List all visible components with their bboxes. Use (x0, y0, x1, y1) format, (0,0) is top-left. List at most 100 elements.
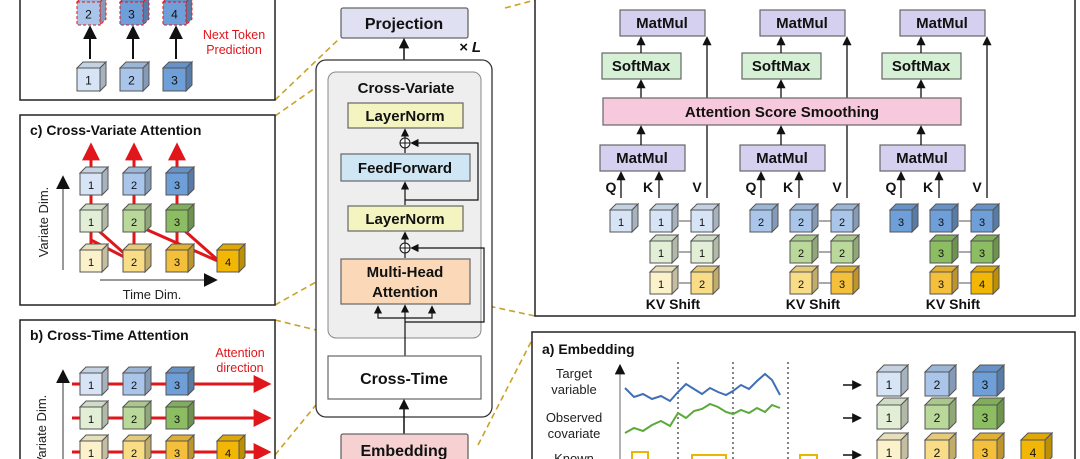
token-cube: 1 (689, 202, 721, 234)
target-label-line1: Target (556, 366, 593, 381)
token-label: 1 (88, 180, 94, 192)
token-label: 2 (131, 448, 137, 459)
v-label: V (832, 179, 842, 195)
q-label: Q (606, 179, 617, 195)
cross-time-title: b) Cross-Time Attention (30, 327, 189, 343)
token-label: 1 (85, 74, 92, 88)
token-cube: 1 (648, 233, 680, 265)
matmul-top-box (899, 9, 986, 37)
token-cube: 2 (121, 399, 153, 431)
token-cube: 2 (788, 202, 820, 234)
matmul-bottom-box (599, 144, 686, 172)
multi-head-attention-box (340, 258, 471, 305)
matmul-bottom-label: MatMul (616, 150, 668, 167)
token-cube: 2 (788, 264, 820, 296)
embedding-box (340, 433, 469, 459)
token-cube: 3 (118, 0, 150, 27)
observed-label-line2: covariate (548, 426, 601, 441)
token-label: 2 (131, 180, 137, 192)
v-label: V (692, 179, 702, 195)
token-label: 1 (658, 279, 664, 291)
time-dim-label: Time Dim. (123, 287, 182, 302)
target-series-line (624, 372, 781, 403)
token-cube: 3 (928, 233, 960, 265)
token-cube: 1 (78, 202, 110, 234)
attention-direction-line1: Attention (215, 346, 264, 360)
feedforward-label: FeedForward (358, 160, 452, 177)
token-label: 1 (618, 217, 624, 229)
token-label: 3 (174, 217, 180, 229)
token-cube: 2 (748, 202, 780, 234)
token-label: 2 (798, 217, 804, 229)
kv-shift-label: KV Shift (926, 296, 981, 312)
embedding-detail-panel: a) Embedding Target variable Observed co… (531, 331, 1076, 459)
token-cube: 3 (164, 202, 196, 234)
mha-input-arrows (373, 243, 485, 356)
token-cube: 2 (829, 233, 861, 265)
token-label: 3 (174, 257, 180, 269)
token-cube: 1 (648, 202, 680, 234)
token-label: 3 (938, 248, 944, 260)
segment-dividers (677, 362, 789, 459)
token-label: 4 (171, 8, 178, 22)
token-cube: 4 (1019, 431, 1054, 459)
token-cube: 2 (923, 396, 958, 431)
target-label-line2: variable (551, 382, 597, 397)
token-label: 1 (88, 257, 94, 269)
attention-score-smoothing-label: Attention Score Smoothing (685, 104, 879, 121)
projection-label: Projection (365, 16, 443, 33)
k-label: K (783, 179, 793, 195)
matmul-bottom-label: MatMul (896, 150, 948, 167)
token-cube: 3 (928, 202, 960, 234)
k-label: K (923, 179, 933, 195)
token-label: 4 (225, 257, 231, 269)
layernorm-top-box (347, 102, 464, 129)
token-label: 2 (934, 378, 941, 392)
token-cube: 1 (648, 264, 680, 296)
token-label: 2 (131, 257, 137, 269)
token-cube: 1 (875, 396, 910, 431)
token-cube: 3 (969, 233, 1001, 265)
token-cube: 2 (829, 202, 861, 234)
kv-shift-label: KV Shift (786, 296, 841, 312)
token-label: 2 (934, 446, 941, 459)
token-label: 2 (798, 248, 804, 260)
token-label: 1 (88, 448, 94, 459)
token-cube: 2 (689, 264, 721, 296)
feedforward-box (340, 153, 471, 182)
token-label: 2 (128, 74, 135, 88)
cross-variate-block-title: Cross-Variate (358, 80, 455, 97)
token-cube: 2 (121, 433, 153, 459)
token-cube: 1 (75, 60, 108, 93)
token-label: 1 (699, 217, 705, 229)
token-label: 3 (174, 180, 180, 192)
token-cube: 4 (215, 433, 247, 459)
softmax-label: SoftMax (892, 58, 951, 75)
token-cube: 4 (161, 0, 193, 27)
token-cube: 2 (121, 242, 153, 274)
token-label: 1 (88, 414, 94, 426)
known-series-line (631, 451, 818, 459)
token-cube: 1 (608, 202, 640, 234)
token-cube: 4 (969, 264, 1001, 296)
mha-label-line1: Multi-Head (367, 264, 444, 281)
token-cube: 2 (75, 0, 107, 27)
cross-time-panel: b) Cross-Time Attention Attention direct… (19, 319, 276, 459)
token-cube: 1 (78, 433, 110, 459)
token-label: 3 (839, 279, 845, 291)
token-cube: 3 (164, 242, 196, 274)
token-cube: 3 (971, 431, 1006, 459)
token-cube: 1 (78, 399, 110, 431)
softmax-box (741, 52, 822, 80)
q-label: Q (746, 179, 757, 195)
matmul-top-box (619, 9, 706, 37)
layernorm-bottom-box (347, 205, 464, 232)
token-cube: 1 (78, 242, 110, 274)
variate-dim-label: Variate Dim. (36, 187, 51, 258)
variate-dim-label: Variate Dim. (34, 395, 49, 459)
token-label: 3 (174, 380, 180, 392)
